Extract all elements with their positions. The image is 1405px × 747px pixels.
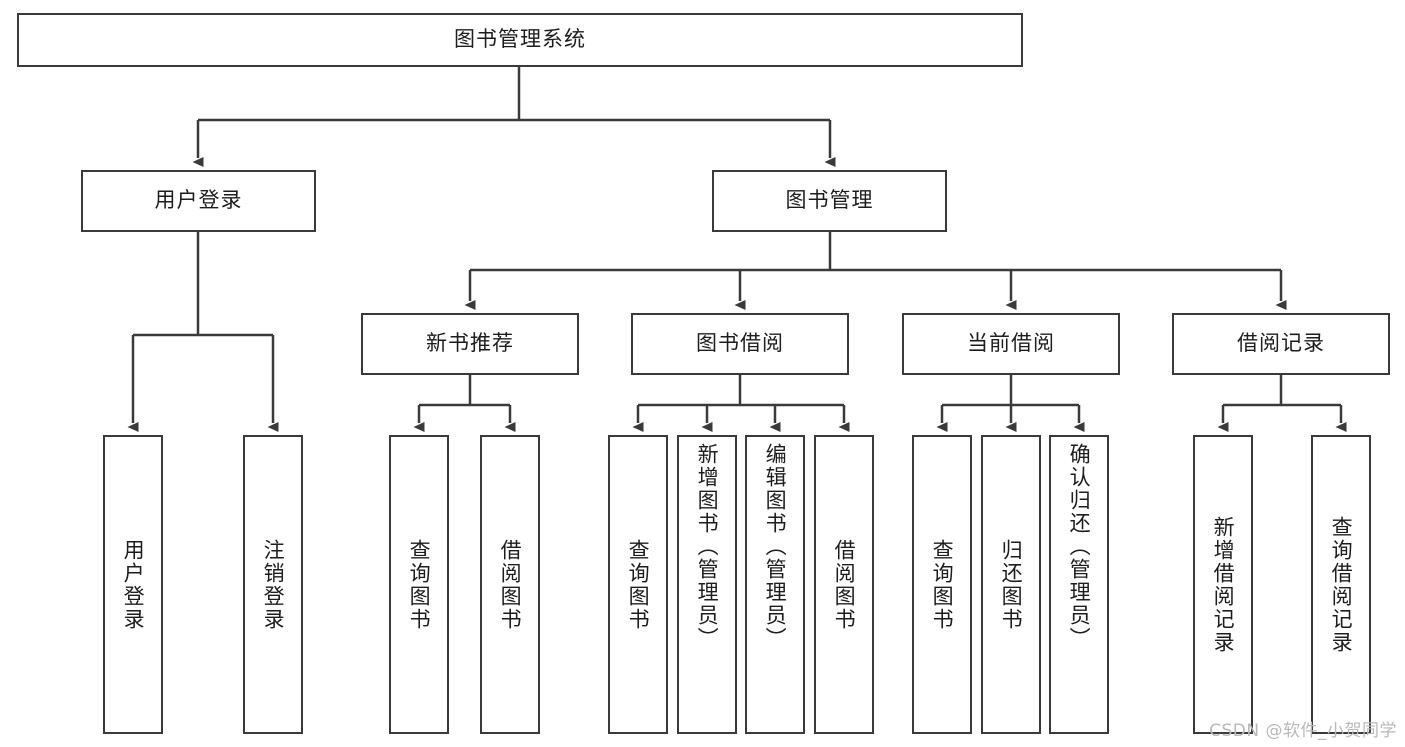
node-leaf-add-borrow-record[interactable]: 新增借阅记录 (1193, 435, 1253, 734)
node-leaf-confirm-return-admin[interactable]: 确认归还（管理员） (1049, 435, 1109, 734)
node-user-login[interactable]: 用户登录 (81, 170, 316, 232)
node-label: 查询借阅记录 (1329, 515, 1354, 654)
node-label: 用户登录 (121, 538, 146, 631)
node-book-manage[interactable]: 图书管理 (712, 170, 947, 232)
node-root[interactable]: 图书管理系统 (17, 13, 1023, 67)
node-label: 借阅图书 (498, 538, 523, 631)
node-label: 归还图书 (999, 538, 1024, 631)
node-leaf-user-login[interactable]: 用户登录 (103, 435, 163, 734)
node-label: 查询图书 (407, 538, 432, 631)
node-label: 注销登录 (261, 538, 286, 631)
node-label: 查询图书 (626, 538, 651, 631)
node-current-borrow[interactable]: 当前借阅 (902, 313, 1120, 375)
node-leaf-query-book-1[interactable]: 查询图书 (389, 435, 449, 734)
node-book-borrow[interactable]: 图书借阅 (631, 313, 849, 375)
node-label: 新增图书（管理员） (695, 443, 720, 650)
node-leaf-borrow-book-1[interactable]: 借阅图书 (480, 435, 540, 734)
node-leaf-query-borrow-record[interactable]: 查询借阅记录 (1311, 435, 1371, 734)
node-new-book-recommend[interactable]: 新书推荐 (361, 313, 579, 375)
node-borrow-record[interactable]: 借阅记录 (1172, 313, 1390, 375)
node-label: 编辑图书（管理员） (763, 443, 788, 650)
node-leaf-query-book-3[interactable]: 查询图书 (912, 435, 972, 734)
node-label: 确认归还（管理员） (1067, 443, 1092, 650)
node-leaf-borrow-book-2[interactable]: 借阅图书 (814, 435, 874, 734)
node-leaf-add-book-admin[interactable]: 新增图书（管理员） (677, 435, 737, 734)
node-label: 新增借阅记录 (1211, 515, 1236, 654)
node-label: 借阅图书 (832, 538, 857, 631)
node-label: 查询图书 (930, 538, 955, 631)
node-leaf-logout-login[interactable]: 注销登录 (243, 435, 303, 734)
node-leaf-return-book[interactable]: 归还图书 (981, 435, 1041, 734)
node-leaf-edit-book-admin[interactable]: 编辑图书（管理员） (745, 435, 805, 734)
node-leaf-query-book-2[interactable]: 查询图书 (608, 435, 668, 734)
